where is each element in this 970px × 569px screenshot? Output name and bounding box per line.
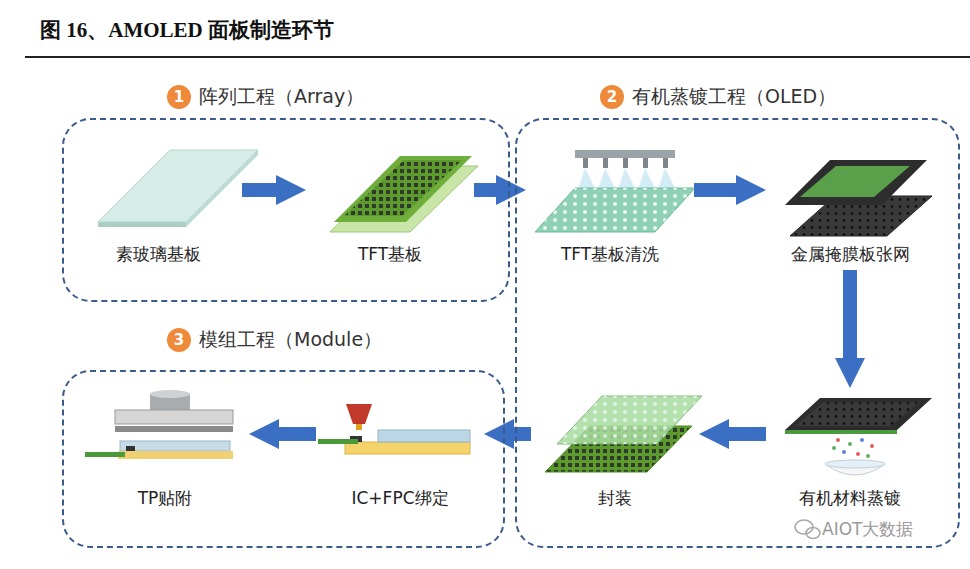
region-heading: 2 有机蒸镀工程（OLED） — [600, 84, 836, 110]
flow-arrow — [694, 183, 751, 197]
process-step: 封装 — [535, 392, 695, 510]
region-heading: 3 模组工程（Module） — [167, 327, 382, 353]
wechat-icon — [795, 520, 820, 539]
region-title: 阵列工程（Array） — [199, 84, 364, 110]
illustration-slot — [320, 392, 480, 477]
process-step: 金属掩膜板张网 — [770, 148, 930, 266]
callout-number: 3 — [167, 328, 191, 352]
figure-title: 图 16、AMOLED 面板制造环节 — [40, 16, 334, 44]
illustration-slot — [770, 392, 930, 477]
illustration-slot — [78, 148, 238, 233]
region-title: 有机蒸镀工程（OLED） — [632, 84, 836, 110]
region-title: 模组工程（Module） — [199, 327, 382, 353]
glass-substrate — [98, 150, 258, 227]
process-step: 素玻璃基板 — [78, 148, 238, 266]
illustration-slot — [530, 148, 690, 233]
step-label: IC+FPC绑定 — [351, 487, 448, 510]
stage-region: 3模组工程（Module）IC+FPC绑定TP贴附 — [62, 370, 505, 548]
process-step: TP贴附 — [85, 392, 245, 510]
touch-panel-press — [85, 390, 233, 459]
encapsulation-plates — [545, 396, 702, 472]
illustration-slot — [770, 148, 930, 233]
step-label: 有机材料蒸镀 — [799, 487, 901, 510]
step-label: TP贴附 — [138, 487, 193, 510]
illustration-slot — [85, 392, 245, 477]
illustration-slot — [535, 392, 695, 477]
metal-mask — [785, 160, 932, 236]
stage-region: 2有机蒸镀工程（OLED）TFT基板清洗金属掩膜板张网有机材料蒸镀封装 — [515, 118, 960, 548]
title-rule — [25, 56, 970, 58]
bonding-tool — [318, 404, 470, 454]
watermark: AIOT大数据 — [822, 518, 913, 541]
flow-arrow — [264, 427, 316, 441]
step-label: TFT基板清洗 — [561, 243, 659, 266]
step-label: 素玻璃基板 — [116, 243, 201, 266]
flow-arrow — [474, 183, 511, 197]
evaporation-source — [785, 398, 932, 475]
step-label: 金属掩膜板张网 — [791, 243, 910, 266]
process-step: TFT基板清洗 — [530, 148, 690, 266]
callout-number: 1 — [167, 85, 191, 109]
illustration-slot — [310, 148, 470, 233]
stage-region: 1阵列工程（Array）素玻璃基板TFT基板 — [62, 118, 510, 302]
step-label: 封装 — [598, 487, 632, 510]
process-step: IC+FPC绑定 — [320, 392, 480, 510]
region-heading: 1 阵列工程（Array） — [167, 84, 364, 110]
process-step: 有机材料蒸镀 — [770, 392, 930, 510]
flow-arrow — [714, 427, 766, 441]
tft-substrate — [330, 156, 478, 232]
cleaning-nozzles — [535, 150, 695, 232]
flow-arrow — [843, 270, 857, 373]
callout-number: 2 — [600, 85, 624, 109]
process-step: TFT基板 — [310, 148, 470, 266]
flow-arrow — [242, 183, 291, 197]
step-label: TFT基板 — [358, 243, 422, 266]
